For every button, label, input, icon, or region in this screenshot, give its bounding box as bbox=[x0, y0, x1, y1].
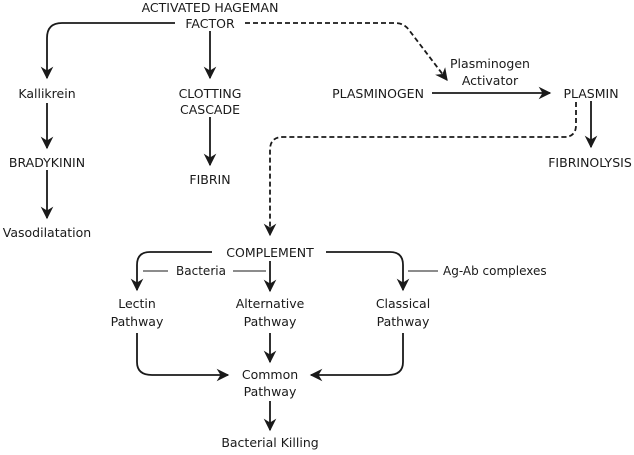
edge-hageman-activator bbox=[245, 22, 448, 82]
edge-complement-classical bbox=[326, 251, 410, 292]
node-classical: Classical bbox=[375, 296, 431, 311]
node-complement: COMPLEMENT bbox=[226, 245, 314, 260]
label-bacteria: Bacteria bbox=[176, 264, 226, 278]
node-common: Common bbox=[241, 367, 299, 382]
node-hageman-factor: FACTOR bbox=[185, 16, 235, 31]
node-alternative: Alternative bbox=[235, 296, 305, 311]
label-plasminogen-activator-1: Plasminogen bbox=[450, 56, 530, 71]
node-fibrin: FIBRIN bbox=[189, 172, 231, 187]
node-vasodilatation: Vasodilatation bbox=[2, 225, 92, 240]
edge-classical-common bbox=[309, 333, 404, 382]
edge-complement-lectin bbox=[130, 251, 212, 292]
node-fibrinolysis: FIBRINOLYSIS bbox=[548, 155, 632, 170]
edge-hageman-kallikrein bbox=[40, 22, 175, 80]
node-lectin-pathway: Pathway bbox=[110, 314, 164, 329]
node-classical-pathway: Pathway bbox=[376, 314, 430, 329]
label-plasminogen-activator-2: Activator bbox=[461, 73, 519, 88]
node-alternative-pathway: Pathway bbox=[243, 314, 297, 329]
node-common-pathway: Pathway bbox=[243, 384, 297, 399]
node-bradykinin: BRADYKININ bbox=[8, 155, 86, 170]
node-plasminogen: PLASMINOGEN bbox=[332, 86, 424, 101]
label-ag-ab-complexes: Ag-Ab complexes bbox=[443, 264, 547, 278]
node-kallikrein: Kallikrein bbox=[18, 86, 76, 101]
node-cascade: CASCADE bbox=[179, 102, 241, 117]
node-lectin: Lectin bbox=[118, 296, 156, 311]
node-clotting: CLOTTING bbox=[178, 86, 242, 101]
node-bacterial-killing: Bacterial Killing bbox=[221, 435, 319, 450]
edge-lectin-common bbox=[136, 333, 230, 382]
edge-plasmin-complement bbox=[263, 102, 577, 237]
node-plasmin: PLASMIN bbox=[563, 86, 619, 101]
node-activated-hageman: ACTIVATED HAGEMAN bbox=[141, 0, 279, 15]
